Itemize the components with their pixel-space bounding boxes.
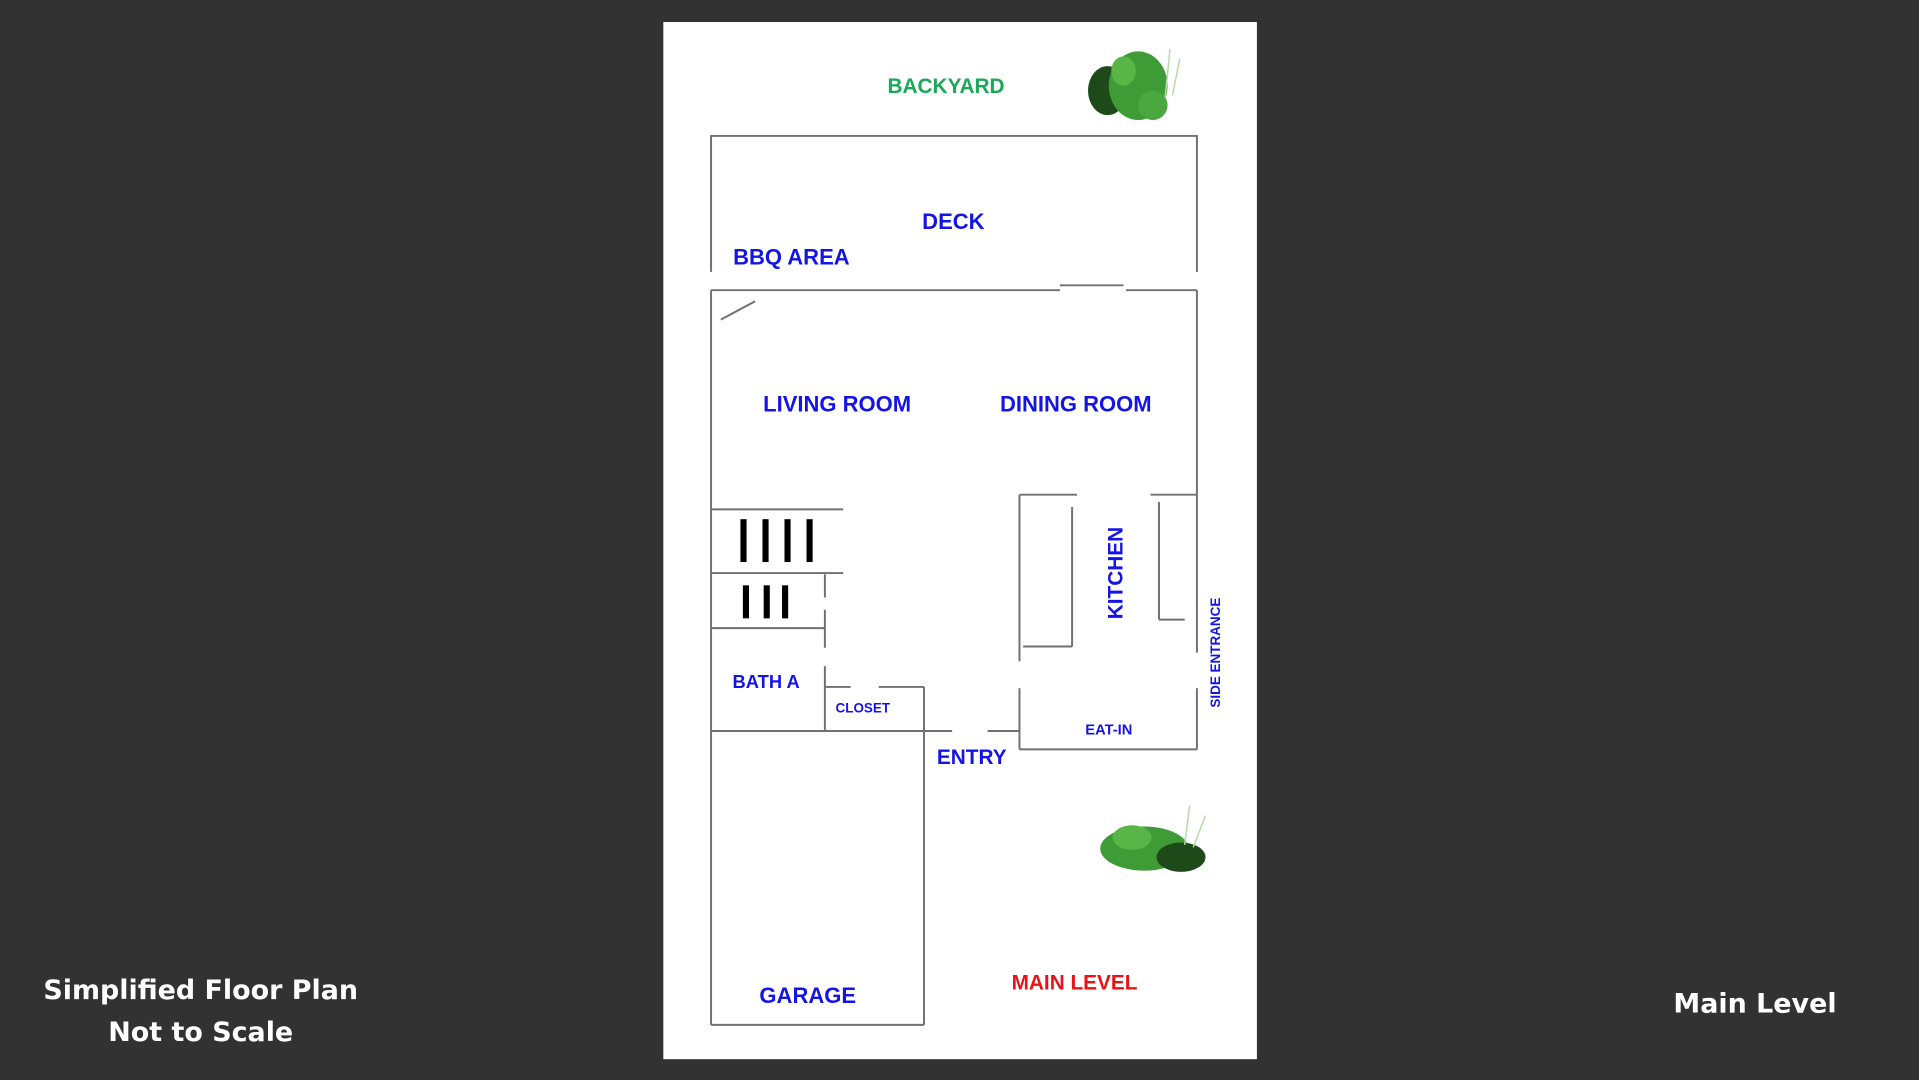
level-title: Main Level xyxy=(1673,989,1836,1020)
walls xyxy=(710,134,1198,1026)
garage-label: GARAGE xyxy=(759,983,856,1008)
side-entrance-label: SIDE ENTRANCE xyxy=(1208,598,1223,708)
deck-label: DECK xyxy=(922,209,984,234)
living-room-label: LIVING ROOM xyxy=(763,391,911,416)
floor-plan-card xyxy=(663,22,1257,1060)
closet-rods-icon xyxy=(740,519,813,619)
plant-icon xyxy=(1100,805,1207,872)
dining-room-label: DINING ROOM xyxy=(1000,391,1152,416)
backyard-label: BACKYARD xyxy=(888,75,1005,98)
caption-line-1: Simplified Floor Plan xyxy=(43,975,358,1006)
entry-label: ENTRY xyxy=(937,746,1007,769)
bbq-area-label: BBQ AREA xyxy=(733,244,850,269)
bath-a-label: BATH A xyxy=(732,671,799,692)
kitchen-label: KITCHEN xyxy=(1104,527,1127,619)
plant-icon xyxy=(1088,48,1181,120)
caption-line-2: Not to Scale xyxy=(108,1017,293,1048)
closet-label: CLOSET xyxy=(836,701,891,716)
eat-in-label: EAT-IN xyxy=(1085,723,1132,739)
main-level-label: MAIN LEVEL xyxy=(1012,971,1138,994)
